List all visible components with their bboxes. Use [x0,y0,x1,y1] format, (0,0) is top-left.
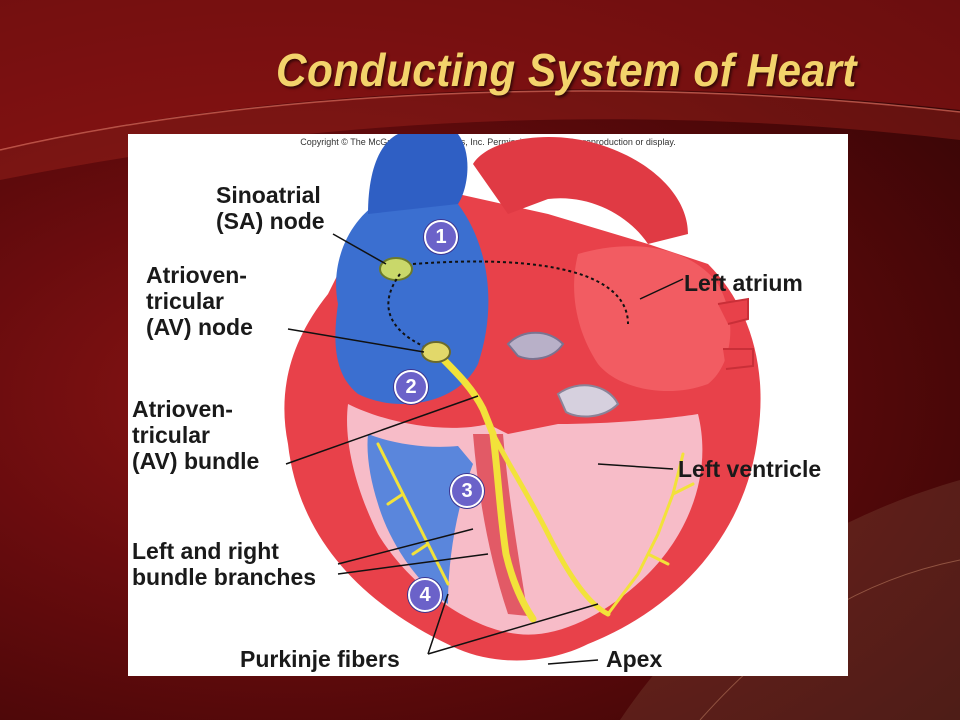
leader-line [287,328,425,353]
leader-line [547,659,599,665]
label-left-atrium: Left atrium [684,270,803,296]
av-bundle-path [434,350,537,623]
aorta [473,136,688,244]
valve [556,384,620,418]
heart-illustration [284,134,761,665]
leader-line [597,463,674,470]
impulse-arrow [412,260,629,325]
label-purkinje-fibers: Purkinje fibers [240,646,400,672]
leader-line [427,593,599,655]
superior-vena-cava [368,134,468,214]
bundle-branch-left [490,431,611,617]
label-sa-node: Sinoatrial (SA) node [216,182,325,234]
label-av-bundle: Atrioven- tricular (AV) bundle [132,396,260,474]
label-av-node: Atrioven- tricular (AV) node [146,262,253,340]
label-apex: Apex [606,646,663,672]
heart-diagram: Copyright © The McGraw-Hill Companies, I… [128,134,848,676]
step-badge-2: 2 [394,370,428,404]
impulse-arrow [387,273,424,347]
leader-line [285,395,479,465]
left-atrium-chamber [574,246,731,392]
pulmonary-veins [717,297,754,370]
valve [506,331,565,360]
step-badge-3: 3 [450,474,484,508]
step-badge-4: 4 [408,578,442,612]
leader-line [639,278,684,300]
label-bundle-branches: Left and right bundle branches [132,538,317,590]
purkinje-fibers [376,442,695,616]
label-left-ventricle: Left ventricle [678,456,822,482]
slide-title: Conducting System of Heart [276,44,857,96]
av-node [421,341,451,363]
step-badge-1: 1 [424,220,458,254]
leader-line [337,528,489,575]
leader-line [332,233,387,265]
copyright-notice: Copyright © The McGraw-Hill Companies, I… [300,137,676,147]
sa-node [379,257,413,281]
